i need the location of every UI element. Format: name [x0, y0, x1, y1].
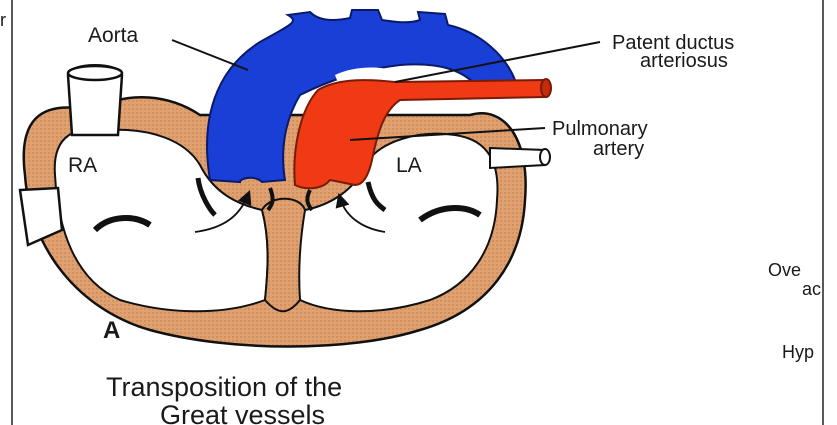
- ductus-label-line2: arteriosus: [640, 50, 728, 72]
- la-label: LA: [396, 154, 422, 177]
- title-line1: Transposition of the: [106, 372, 342, 402]
- vena-cava-opening: [68, 66, 122, 80]
- pulmonary-label-line1: Pulmonary: [552, 118, 648, 140]
- edge-text-over: Ove: [768, 260, 801, 280]
- panel-letter: A: [103, 317, 120, 344]
- aorta-label: Aorta: [88, 24, 139, 47]
- edge-text-hyp: Hyp: [782, 342, 814, 362]
- pulmonary-vein-opening: [540, 149, 550, 165]
- pulmonary-vein: [490, 148, 545, 168]
- septum: [262, 199, 305, 312]
- edge-text-ac: ac: [802, 279, 821, 299]
- title-line2: Great vessels: [160, 400, 325, 425]
- pulmonary-artery-opening: [541, 79, 551, 97]
- aorta-leader-line: [172, 40, 248, 70]
- ra-label: RA: [68, 154, 97, 177]
- edge-text-r: r: [0, 10, 6, 30]
- pulmonary-label-line2: artery: [593, 138, 644, 160]
